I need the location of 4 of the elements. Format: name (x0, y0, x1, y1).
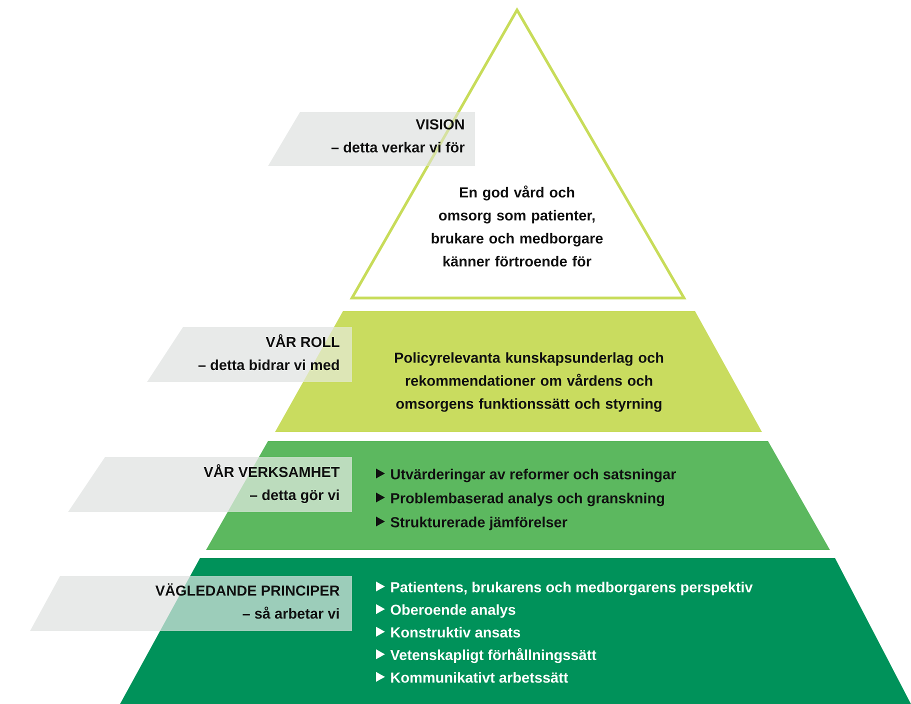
label-tab: VÄGLEDANDE PRINCIPER – så arbetar vi (30, 576, 352, 631)
label-tab: VÅR ROLL – detta bidrar vi med (147, 327, 352, 382)
label-tab: VISION – detta verkar vi för (268, 112, 475, 166)
label-tab: VÅR VERKSAMHET – detta gör vi (68, 457, 352, 512)
